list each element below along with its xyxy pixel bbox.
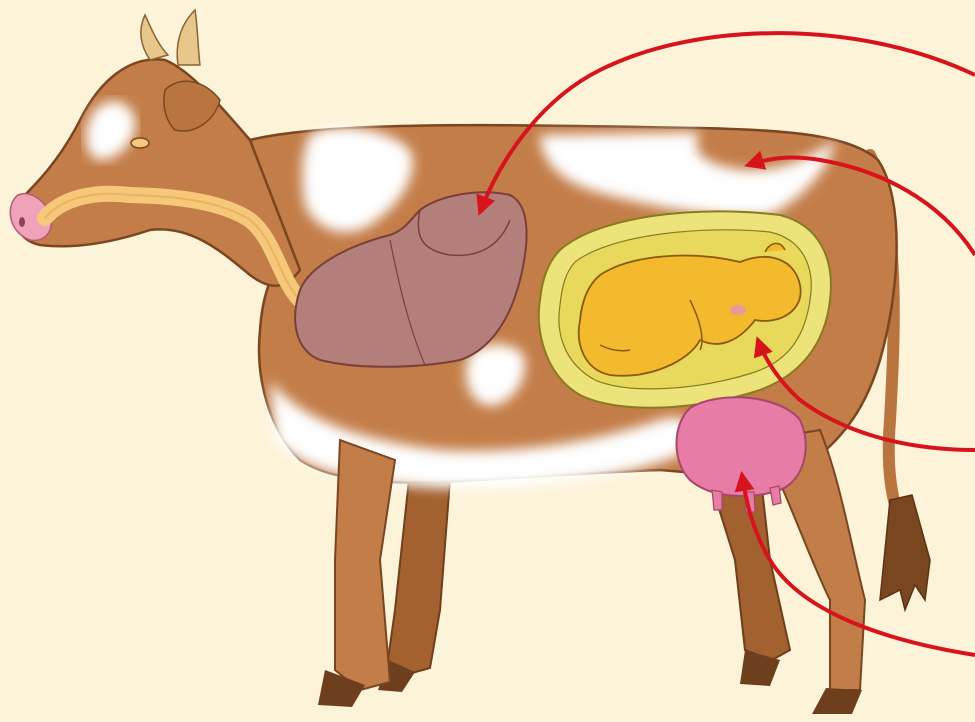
far-legs [378,470,790,692]
